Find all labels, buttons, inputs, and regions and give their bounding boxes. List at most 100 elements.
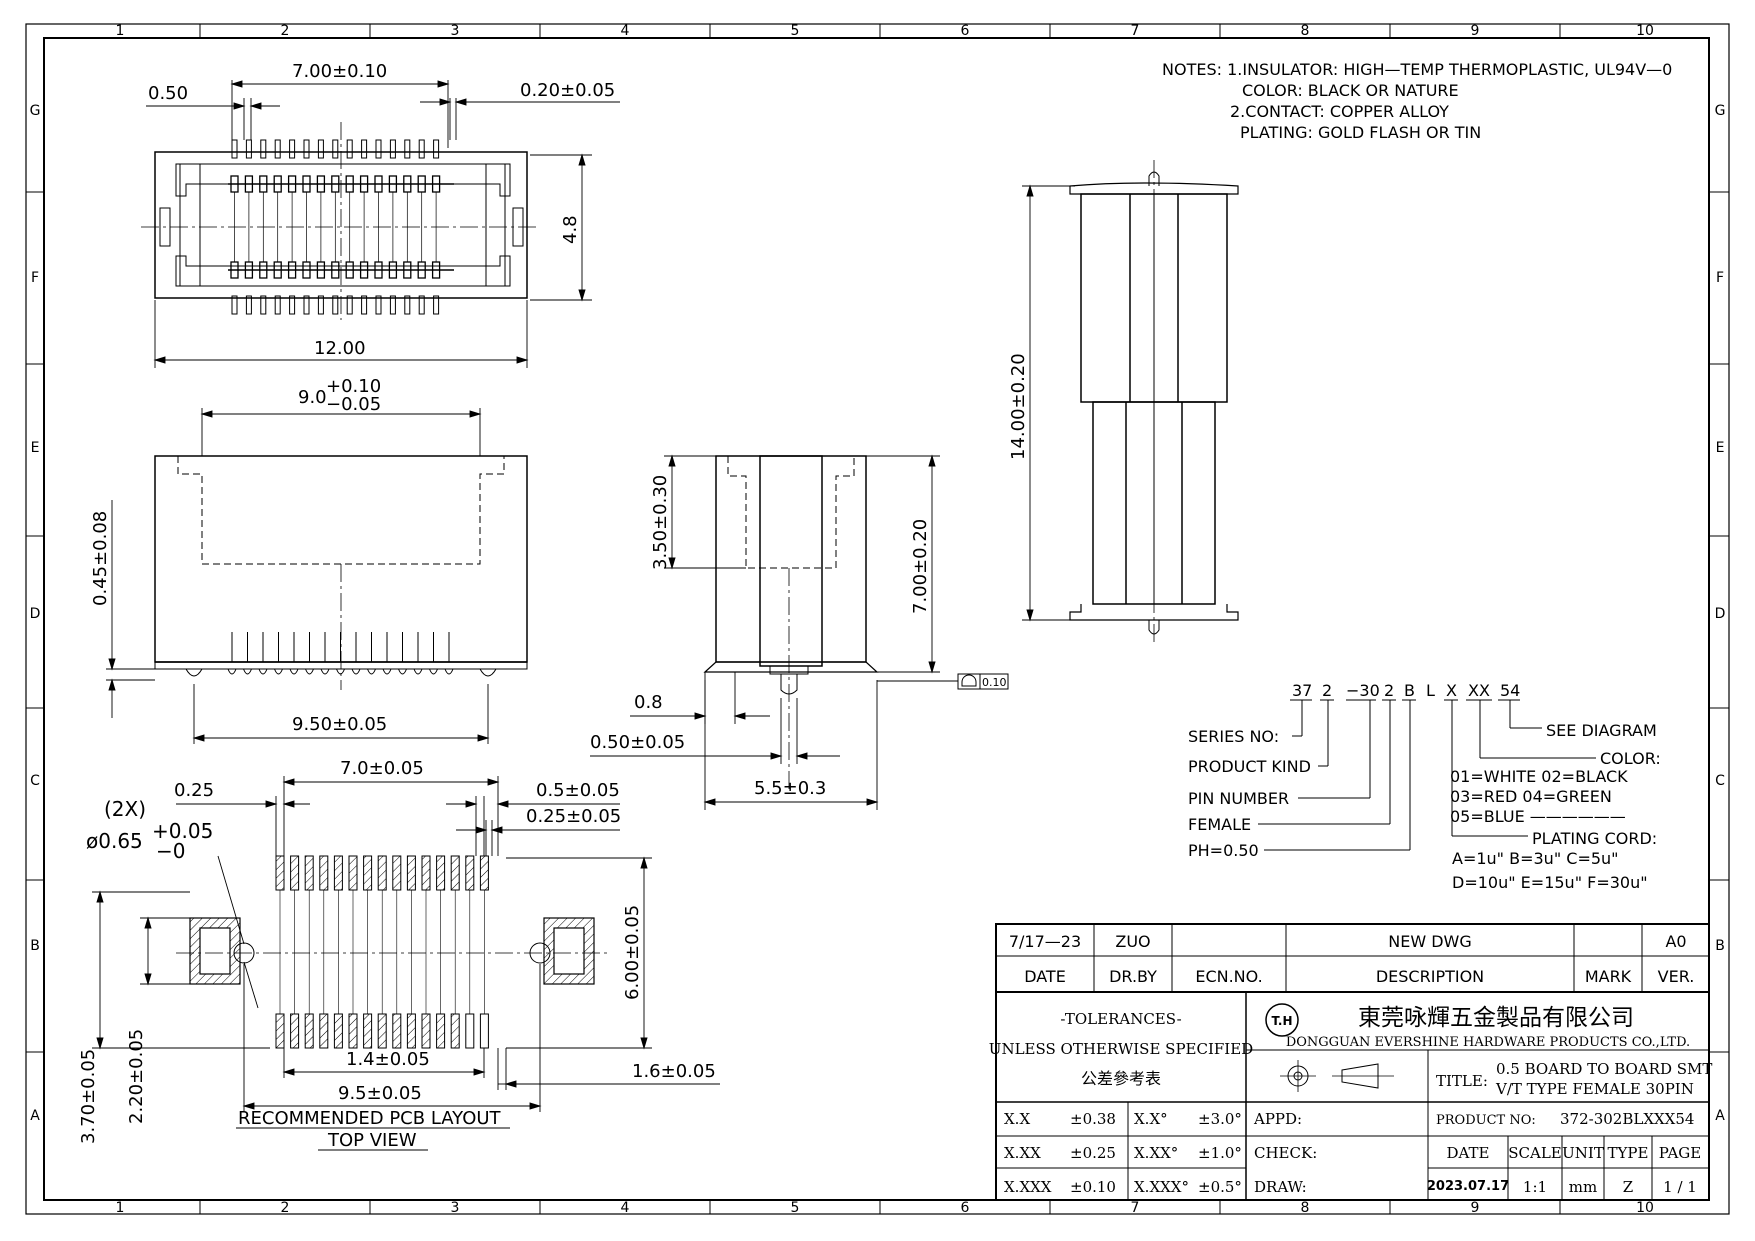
top-pin — [332, 139, 339, 159]
pcb-pad-bottom — [333, 1013, 343, 1049]
tol-row-d: ±3.0° — [1198, 1110, 1242, 1128]
dim-peg-span: 9.50±0.05 — [292, 714, 387, 735]
pn-plating-title: PLATING CORD: — [1532, 829, 1657, 848]
header-ver: VER. — [1658, 967, 1695, 986]
dim-width: 5.5±0.3 — [754, 778, 826, 799]
pcb-pad-bottom — [406, 1013, 416, 1049]
header-drby: DR.BY — [1109, 967, 1157, 986]
header-mark: MARK — [1585, 967, 1632, 986]
title-block-text: 7/17—23 ZUO NEW DWG A0 DATE DR.BY ECN.NO… — [989, 932, 1695, 1088]
pcb-pad-bottom — [290, 1013, 300, 1049]
pcb-pad-top — [450, 855, 460, 891]
mated-view — [1069, 160, 1239, 646]
pcb-pad-top — [436, 855, 446, 891]
col-label-top: 4 — [621, 23, 630, 39]
front-pin-foot — [258, 668, 268, 675]
dim-foot: 0.8 — [634, 692, 663, 713]
front-view-pins — [227, 632, 454, 675]
tol-row-b: ±0.10 — [1070, 1178, 1116, 1196]
row-label-right: C — [1715, 773, 1725, 789]
front-pin-foot — [429, 668, 438, 675]
title-line: V/T TYPE FEMALE 30PIN — [1495, 1080, 1694, 1098]
front-pin-foot — [227, 668, 237, 675]
side-view-labels: 3.50±0.30 7.00±0.20 0.8 0.50±0.05 5.5±0.… — [590, 475, 1007, 799]
dim-peg-span: 9.5±0.05 — [338, 1083, 422, 1104]
header-ecn: ECN.NO. — [1195, 967, 1262, 986]
front-pin-foot — [413, 668, 423, 675]
pcb-pad-top — [363, 855, 373, 891]
tolerance-subtitle: UNLESS OTHERWISE SPECIFIED — [989, 1040, 1253, 1058]
dim-tol-minus: −0.05 — [326, 394, 381, 415]
row-label-left: B — [30, 938, 40, 954]
col-label-top: 2 — [281, 23, 290, 39]
hole-tol-minus: −0 — [156, 839, 185, 863]
row-label-right: A — [1715, 1108, 1725, 1124]
title-block — [995, 923, 1710, 1201]
top-pin — [274, 139, 281, 159]
dim-side-b: 2.20±0.05 — [126, 1029, 147, 1124]
pn-color-title: COLOR: — [1600, 749, 1661, 768]
pcb-pad-top — [304, 855, 314, 891]
row-label-right: B — [1715, 938, 1725, 954]
front-pin-foot — [398, 668, 407, 675]
col-label-top: 6 — [961, 23, 970, 39]
front-pin-foot — [320, 668, 330, 675]
row-label-left: F — [31, 270, 39, 286]
pn-plating: D=10u" E=15u" F=30u" — [1452, 873, 1648, 892]
pcb-caption: TOP VIEW — [327, 1130, 417, 1151]
side-view-dimensions — [590, 454, 1009, 810]
dim-height: 7.00±0.20 — [910, 519, 931, 614]
col-page: PAGE — [1659, 1144, 1701, 1162]
pcb-pad-top — [406, 855, 416, 891]
col-label-top: 9 — [1471, 23, 1480, 39]
part-number-leaders — [1258, 699, 1596, 851]
dim-span: 7.0±0.05 — [340, 758, 424, 779]
col-unit: UNIT — [1562, 1144, 1604, 1162]
pn-see: SEE DIAGRAM — [1546, 721, 1657, 740]
row-label-left: D — [30, 606, 41, 622]
front-view-dimensions — [106, 408, 490, 744]
top-pin — [346, 295, 353, 315]
rev-ver: A0 — [1665, 932, 1686, 951]
front-pin-foot — [305, 668, 314, 675]
top-pin — [317, 295, 324, 315]
flatness-value: 0.10 — [982, 676, 1007, 689]
top-pin — [245, 295, 252, 315]
hole-count: (2X) — [104, 797, 146, 821]
tolerance-cn: 公差參考表 — [1081, 1069, 1161, 1088]
pcb-labels: 7.0±0.05 0.25 0.5±0.05 0.25±0.05 (2X) ø0… — [78, 758, 716, 1151]
col-label-bottom: 6 — [961, 1200, 970, 1216]
col-label-bottom: 10 — [1636, 1200, 1654, 1216]
pcb-peg-hatching — [190, 918, 594, 984]
top-view-dimensions — [146, 80, 620, 368]
dim-height: 4.8 — [560, 215, 581, 244]
top-pin — [245, 139, 252, 159]
pcb-pad-top — [465, 855, 475, 891]
dim-pad-len: 1.6±0.05 — [632, 1061, 716, 1082]
top-pin — [418, 139, 425, 159]
val-date: 2023.07.17 — [1427, 1179, 1509, 1194]
pn-kind: PRODUCT KIND — [1188, 757, 1311, 776]
pn-color: 05=BLUE —————— — [1450, 807, 1626, 826]
col-label-bottom: 8 — [1301, 1200, 1310, 1216]
pcb-pad-top — [333, 855, 343, 891]
top-pin — [404, 295, 411, 315]
dim-width-main: 9.0 — [298, 387, 327, 408]
front-pin-foot — [274, 668, 283, 675]
row-label-left: E — [31, 440, 40, 456]
note-line: 2.CONTACT: COPPER ALLOY — [1230, 102, 1449, 121]
tol-row-a: X.XX — [1004, 1144, 1041, 1162]
pn-code: 54 — [1500, 681, 1520, 700]
pcb-pad-top — [275, 855, 285, 891]
pcb-pad-top — [348, 855, 358, 891]
top-pin — [260, 295, 267, 315]
col-label-top: 7 — [1131, 23, 1140, 39]
mated-view-dimensions — [1022, 184, 1075, 622]
dim-upper: 3.50±0.30 — [650, 475, 671, 570]
pcb-pad-bottom — [304, 1013, 314, 1049]
top-pin — [274, 295, 281, 315]
pcb-caption: RECOMMENDED PCB LAYOUT — [238, 1108, 502, 1129]
top-pin — [361, 295, 368, 315]
tol-row-c: X.X° — [1134, 1110, 1168, 1128]
top-pin — [418, 295, 425, 315]
